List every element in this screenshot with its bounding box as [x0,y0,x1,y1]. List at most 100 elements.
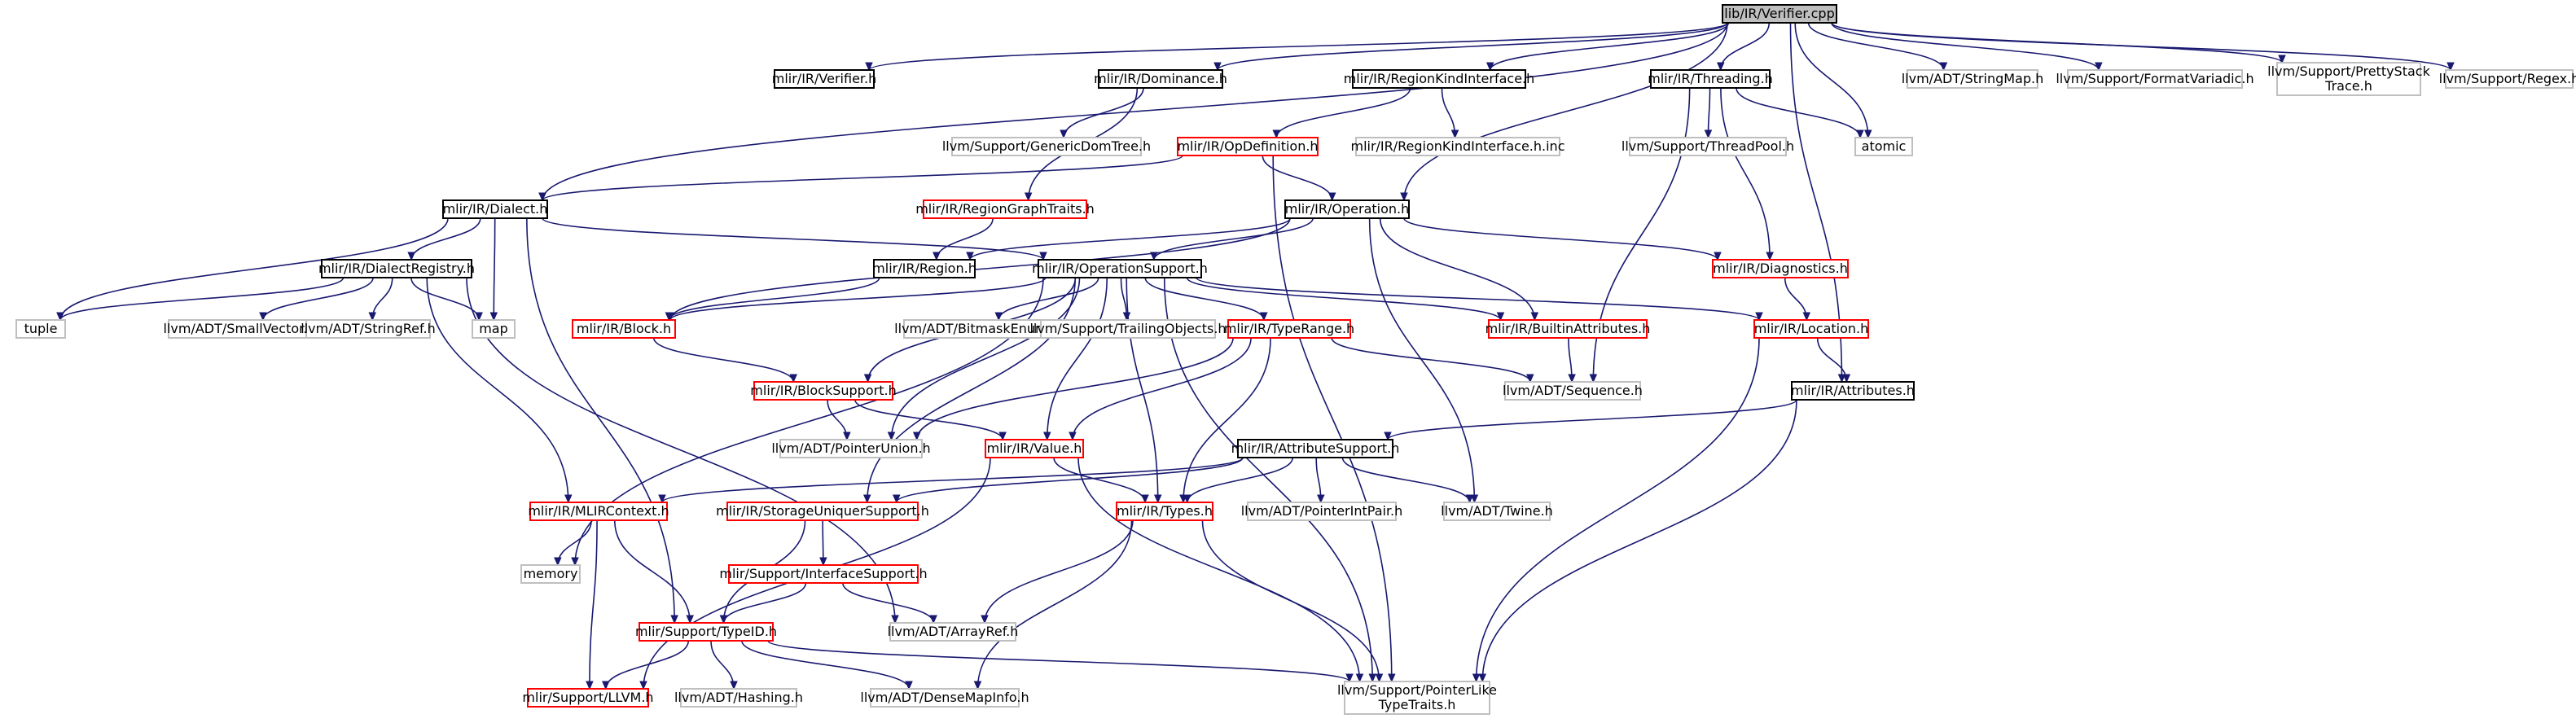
node-box [1284,199,1410,219]
node-hashing-h[interactable]: llvm/ADT/Hashing.h [674,688,803,708]
node-regionkindinterface-h-inc[interactable]: mlir/IR/RegionKindInterface.h.inc [1350,137,1565,156]
node-sequence-h[interactable]: llvm/ADT/Sequence.h [1503,381,1643,401]
node-storageuniquersupport-h[interactable]: mlir/IR/StorageUniquerSupport.h [716,502,929,521]
node-atomic[interactable]: atomic [1854,137,1913,156]
edge-regionkindinterface_h-to-opdefinition_h [1272,87,1411,139]
edge-dominance_h-to-genericdomtree_h [1060,87,1144,139]
edge-verifier_cpp-to-operation_h [1400,22,1728,202]
node-box [1040,319,1216,339]
edge-types_h-to-arrayref_h [981,519,1134,624]
node-label: mlir/IR/DialectRegistry.h [318,261,475,276]
node-pointerintpair-h[interactable]: llvm/ADT/PointerIntPair.h [1241,502,1403,521]
node-diagnostics-h[interactable]: mlir/IR/Diagnostics.h [1712,259,1849,278]
node-verifier-cpp[interactable]: lib/IR/Verifier.cpp [1722,4,1837,24]
node-attributes-h[interactable]: mlir/IR/Attributes.h [1791,381,1915,401]
node-opdefinition-h[interactable]: mlir/IR/OpDefinition.h [1177,137,1319,156]
node-genericdomtree-h[interactable]: llvm/Support/GenericDomTree.h [942,137,1151,156]
node-twine-h[interactable]: llvm/ADT/Twine.h [1441,502,1553,521]
node-dominance-h[interactable]: mlir/IR/Dominance.h [1094,69,1227,89]
node-bitmaskenum-h[interactable]: llvm/ADT/BitmaskEnum.h [894,319,1060,339]
node-stringref-h[interactable]: llvm/ADT/StringRef.h [301,319,436,339]
node-pointerunion-h[interactable]: llvm/ADT/PointerUnion.h [771,439,931,458]
edge-dialectregistry_h-to-smallvector_h [259,277,374,322]
edge-dialectregistry_h-to-tuple [56,277,344,322]
node-box [1907,69,2038,89]
node-threadpool-h[interactable]: llvm/Support/ThreadPool.h [1622,137,1794,156]
node-block-h[interactable]: mlir/IR/Block.h [572,319,676,339]
node-box [2445,69,2574,89]
node-label: mlir/IR/Block.h [577,321,671,336]
node-label: map [479,321,508,336]
node-label: llvm/ADT/ArrayRef.h [888,624,1019,639]
edge-operationsupport_h-to-types_h [1126,277,1162,504]
edge-block_h-to-blocksupport_h [652,337,798,383]
node-box [774,69,875,89]
node-operation-h[interactable]: mlir/IR/Operation.h [1284,199,1410,219]
edge-operation_h-to-region_h [966,217,1291,261]
edge-verifier_cpp-to-attributes_h [1789,22,1846,383]
node-layer: lib/IR/Verifier.cpp mlir/IR/Verifier.h mli… [15,4,2576,715]
node-label: llvm/ADT/BitmaskEnum.h [894,321,1060,336]
node-label: mlir/IR/Operation.h [1285,201,1410,217]
node-box [1352,69,1526,89]
node-box [2067,69,2243,89]
node-box [321,259,472,278]
node-label: mlir/IR/Diagnostics.h [1713,261,1848,276]
edge-opdefinition_h-to-pointerliketypetraits_h [1272,155,1396,683]
node-box [572,319,676,339]
node-memory[interactable]: memory [520,564,581,584]
edge-verifier_cpp-to-dominance_h [1213,22,1728,72]
node-threading-h[interactable]: mlir/IR/Threading.h [1648,69,1773,89]
edge-operationsupport_h-to-pointerunion_h [887,277,1081,441]
node-map[interactable]: map [472,319,516,339]
node-operationsupport-h[interactable]: mlir/IR/OperationSupport.h [1032,259,1208,278]
node-smallvector-h[interactable]: llvm/ADT/SmallVector.h [164,319,316,339]
node-value-h[interactable]: mlir/IR/Value.h [985,439,1084,458]
node-label: atomic [1862,138,1907,154]
node-box [1227,319,1351,339]
edge-typeid_h-to-hashing_h [710,640,738,690]
node-stringmap-h[interactable]: llvm/ADT/StringMap.h [1902,69,2044,89]
edge-typeid_h-to-llvm_h [601,640,690,690]
node-box [1854,137,1913,156]
edge-operation_h-to-builtinattributes_h [1379,217,1539,322]
node-label: mlir/IR/StorageUniquerSupport.h [716,503,929,519]
node-arrayref-h[interactable]: llvm/ADT/ArrayRef.h [888,622,1019,642]
node-interfacesupport-h[interactable]: mlir/Support/InterfaceSupport.h [719,564,928,584]
node-location-h[interactable]: mlir/IR/Location.h [1753,319,1869,339]
edge-types_h-to-densemapinfo_h [973,519,1133,690]
node-builtinattributes-h[interactable]: mlir/IR/BuiltinAttributes.h [1485,319,1651,339]
edge-typerange_h-to-pointerunion_h [912,337,1234,441]
node-regionkindinterface-h[interactable]: mlir/IR/RegionKindInterface.h [1344,69,1535,89]
node-label: lib/IR/Verifier.cpp [1724,6,1834,21]
node-box [1344,681,1490,715]
node-types-h[interactable]: mlir/IR/Types.h [1116,502,1213,521]
node-formatvariadic-h[interactable]: llvm/Support/FormatVariadic.h [2056,69,2254,89]
node-blocksupport-h[interactable]: mlir/IR/BlockSupport.h [750,381,897,401]
node-regiongraphtraits-h[interactable]: mlir/IR/RegionGraphTraits.h [915,199,1095,219]
node-llvm-h[interactable]: mlir/Support/LLVM.h [522,688,654,708]
node-label: llvm/ADT/Hashing.h [674,690,803,705]
node-mlircontext-h[interactable]: mlir/IR/MLIRContext.h [528,502,669,521]
node-trailingobjects-h[interactable]: llvm/Support/TrailingObjects.h [1029,319,1227,339]
node-typeid-h[interactable]: mlir/Support/TypeID.h [635,622,777,642]
node-densemapinfo-h[interactable]: llvm/ADT/DenseMapInfo.h [860,688,1029,708]
node-dialectregistry-h[interactable]: mlir/IR/DialectRegistry.h [318,259,475,278]
node-label: llvm/ADT/PointerIntPair.h [1241,503,1403,519]
node-dialect-h[interactable]: mlir/IR/Dialect.h [442,199,548,219]
edge-location_h-to-pointerliketypetraits_h [1472,337,1760,683]
edge-operationsupport_h-to-value_h [1042,277,1108,441]
node-verifier-h[interactable]: mlir/IR/Verifier.h [772,69,877,89]
node-typerange-h[interactable]: mlir/IR/TypeRange.h [1224,319,1354,339]
node-label: mlir/IR/Types.h [1117,503,1213,519]
edge-dialectregistry_h-to-stringref_h [368,277,393,322]
node-regex-h[interactable]: llvm/Support/Regex.h [2439,69,2576,89]
node-tuple[interactable]: tuple [15,319,66,339]
node-attributesupport-h[interactable]: mlir/IR/AttributeSupport.h [1231,439,1400,458]
node-region-h[interactable]: mlir/IR/Region.h [872,259,976,278]
node-box [639,622,774,642]
node-label: mlir/IR/Verifier.h [772,71,877,86]
